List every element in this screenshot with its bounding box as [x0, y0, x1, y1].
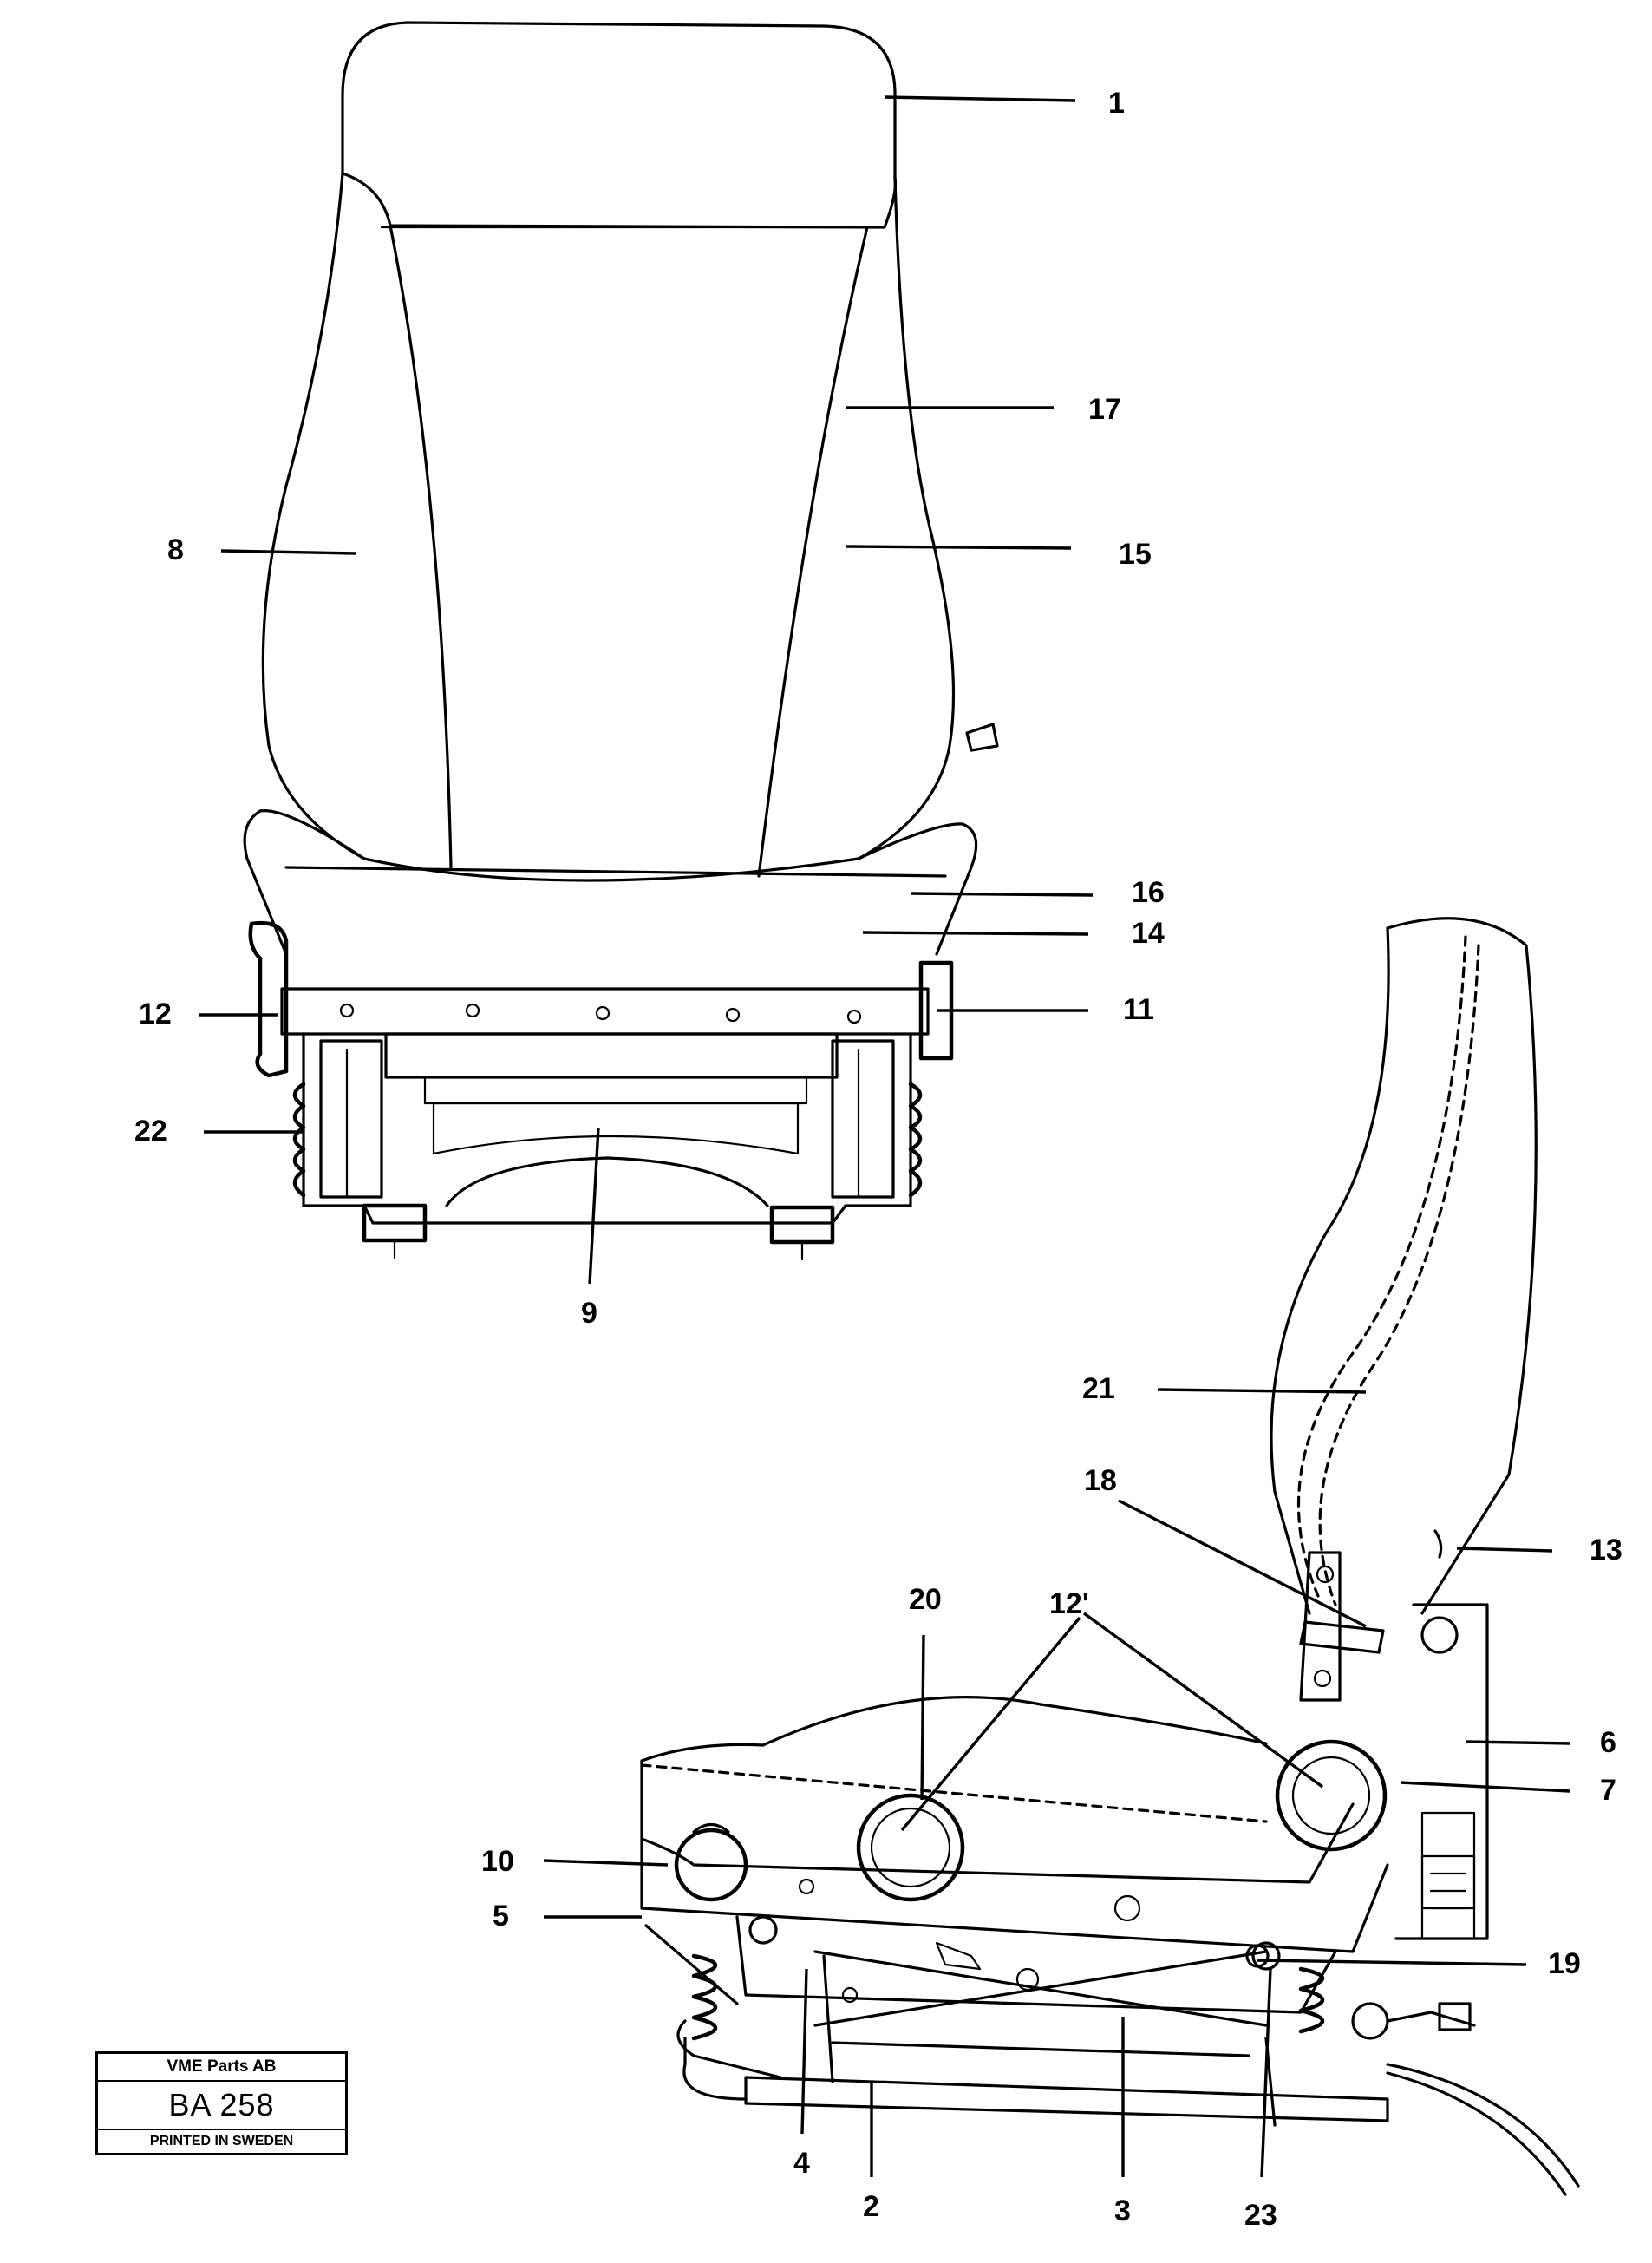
- callout-17: 17: [1088, 393, 1121, 426]
- callout-6: 6: [1600, 1726, 1616, 1759]
- callout-7: 7: [1600, 1774, 1616, 1807]
- callout-9: 9: [581, 1297, 597, 1330]
- front-view-seat: [243, 21, 999, 1261]
- stamp-number: BA 258: [98, 2082, 345, 2130]
- title-stamp: VME Parts AB BA 258 PRINTED IN SWEDEN: [95, 2051, 348, 2155]
- callout-4: 4: [793, 2147, 810, 2180]
- stamp-printed: PRINTED IN SWEDEN: [149, 2134, 294, 2149]
- callout-11: 11: [1123, 993, 1154, 1026]
- callout-21: 21: [1082, 1372, 1115, 1405]
- callout-12: 12: [139, 997, 172, 1030]
- callout-1: 1: [1108, 87, 1125, 120]
- side-view-seat: [640, 917, 1580, 2196]
- stamp-company: VME Parts AB: [98, 2054, 345, 2082]
- callout-15: 15: [1119, 538, 1152, 571]
- callout-14: 14: [1132, 917, 1165, 950]
- callout-22: 22: [134, 1115, 167, 1148]
- callout-16: 16: [1132, 876, 1165, 909]
- callout-labels: 1 17 8 15 16 14 12 11 22 9 21 18 13 20 1…: [134, 87, 1623, 2232]
- callout-20: 20: [909, 1583, 942, 1616]
- callout-10: 10: [481, 1845, 514, 1878]
- callout-5: 5: [493, 1900, 509, 1933]
- callout-2: 2: [863, 2190, 879, 2223]
- callout-23: 23: [1244, 2199, 1277, 2232]
- callout-18: 18: [1084, 1464, 1117, 1497]
- callout-19: 19: [1548, 1947, 1581, 1980]
- callout-13: 13: [1590, 1534, 1623, 1566]
- callout-3: 3: [1114, 2194, 1131, 2227]
- callout-12-prime: 12': [1049, 1587, 1089, 1620]
- leader-lines: [199, 95, 1570, 2178]
- callout-8: 8: [167, 533, 184, 566]
